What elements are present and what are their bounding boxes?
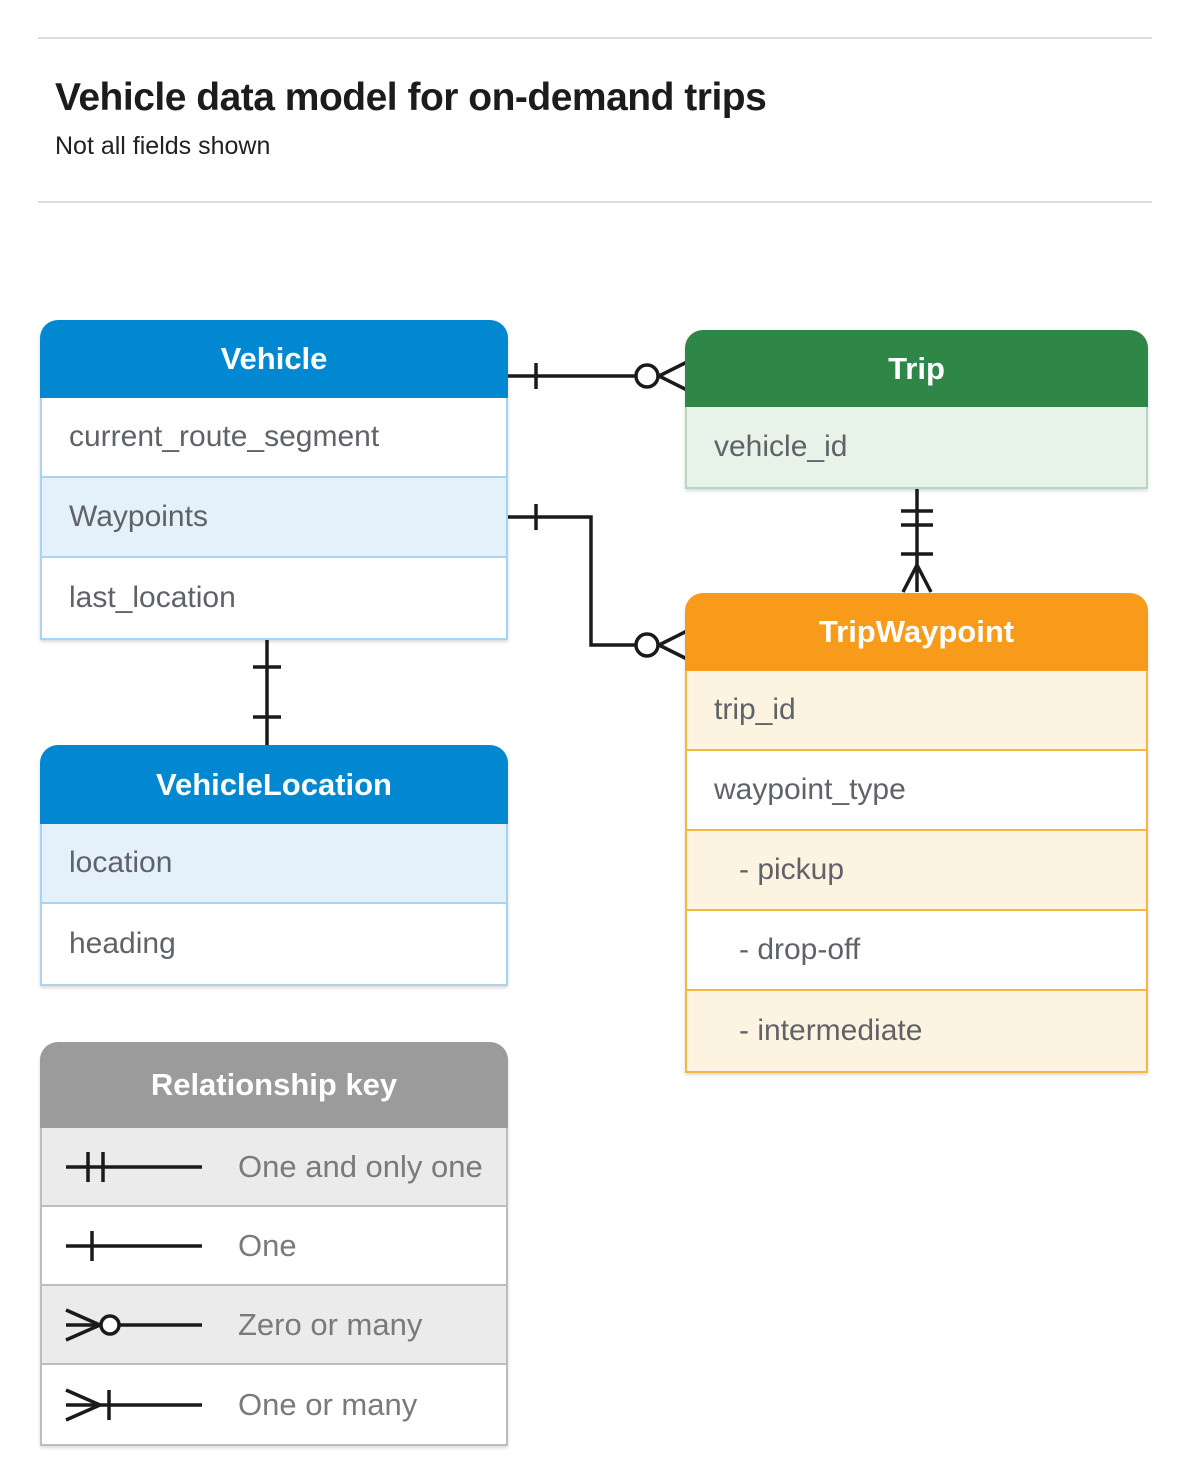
key-row-one-and-only-one: One and only one [42, 1128, 506, 1207]
field-trip-id: trip_id [687, 671, 1146, 751]
field-current-route-segment: current_route_segment [42, 398, 506, 478]
entity-tripwaypoint-fields: trip_id waypoint_type - pickup - drop-of… [685, 671, 1148, 1073]
entity-vehiclelocation-title: VehicleLocation [40, 745, 508, 824]
connector-waypoints-tripwaypoint [508, 504, 688, 661]
key-row-zero-or-many: Zero or many [42, 1286, 506, 1365]
relationship-key-rows: One and only one One Zero or many [40, 1128, 508, 1446]
one-and-only-one-icon [66, 1151, 202, 1182]
entity-trip: Trip vehicle_id [685, 330, 1148, 489]
field-vehicle-id: vehicle_id [687, 407, 1146, 487]
entity-vehicle: Vehicle current_route_segment Waypoints … [40, 320, 508, 640]
key-label: One and only one [238, 1148, 483, 1184]
connector-vehicle-trip [508, 360, 688, 392]
key-row-one-or-many: One or many [42, 1365, 506, 1444]
entity-trip-title: Trip [685, 330, 1148, 407]
one-or-many-icon [65, 1387, 202, 1422]
entity-tripwaypoint-title: TripWaypoint [685, 593, 1148, 671]
divider-under-title [38, 201, 1152, 203]
field-waypoint-type: waypoint_type [687, 751, 1146, 831]
field-waypoints: Waypoints [42, 478, 506, 558]
entity-trip-fields: vehicle_id [685, 407, 1148, 489]
entity-vehiclelocation-fields: location heading [40, 824, 508, 986]
key-row-one: One [42, 1207, 506, 1286]
relationship-key-title: Relationship key [40, 1042, 508, 1128]
page-title: Vehicle data model for on-demand trips [55, 76, 767, 119]
relationship-key: Relationship key One and only one One [40, 1042, 508, 1446]
connector-vehicle-vehiclelocation [253, 638, 281, 745]
divider-top [38, 37, 1152, 39]
entity-vehiclelocation: VehicleLocation location heading [40, 745, 508, 986]
entity-vehicle-fields: current_route_segment Waypoints last_loc… [40, 398, 508, 640]
key-label: One or many [238, 1386, 418, 1422]
field-waypoint-type-pickup: - pickup [687, 831, 1146, 911]
field-heading: heading [69, 927, 176, 960]
entity-tripwaypoint: TripWaypoint trip_id waypoint_type - pic… [685, 593, 1148, 1073]
field-waypoint-type-intermediate: - intermediate [687, 991, 1146, 1071]
key-label: One [238, 1227, 297, 1263]
entity-vehicle-title: Vehicle [40, 320, 508, 398]
field-location: location [42, 824, 506, 904]
zero-or-many-icon [65, 1307, 202, 1342]
key-label: Zero or many [238, 1306, 423, 1342]
connector-trip-tripwaypoint [901, 488, 933, 593]
field-last-location: last_location [69, 581, 236, 614]
one-icon [66, 1230, 202, 1261]
field-waypoint-type-dropoff: - drop-off [687, 911, 1146, 991]
page-subtitle: Not all fields shown [55, 132, 271, 160]
